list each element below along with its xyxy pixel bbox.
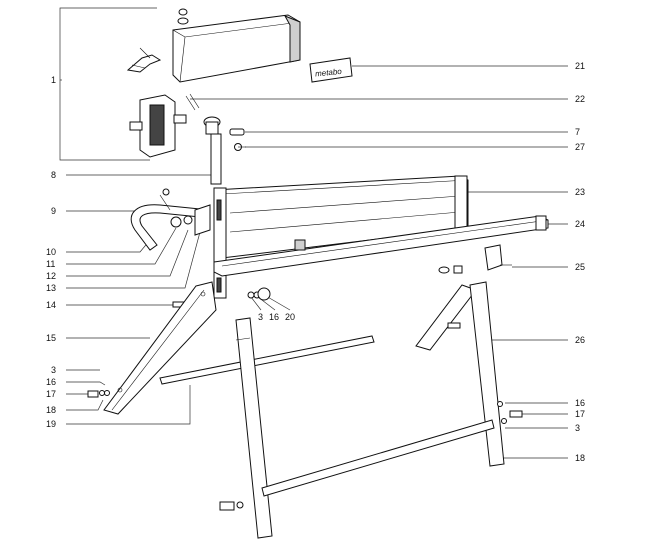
label-3-centre: 3: [258, 312, 263, 322]
label-25: 25: [575, 262, 585, 272]
label-14: 14: [46, 300, 56, 310]
label-10: 10: [46, 247, 56, 257]
label-3-left: 3: [51, 365, 56, 375]
upright-post: [203, 116, 222, 185]
label-22: 22: [575, 94, 585, 104]
label-15: 15: [46, 333, 56, 343]
long-rail: [213, 215, 549, 277]
screw-27: [234, 143, 246, 151]
fittings-11-13: [170, 204, 211, 236]
switch-assembly: [129, 93, 200, 158]
main-leg-right: [469, 281, 523, 467]
part-labels: 1 21 22 7 27 8 23 9 24 10 11 12 13 25 14…: [46, 61, 585, 463]
label-16-left: 16: [46, 377, 56, 387]
handle-bow: [130, 188, 211, 251]
label-18-right: 18: [575, 453, 585, 463]
label-11: 11: [46, 259, 55, 269]
label-17-right: 17: [575, 409, 585, 419]
lower-crossbar: [261, 419, 495, 497]
label-26: 26: [575, 335, 585, 345]
logo-plate: metabo: [309, 57, 353, 83]
label-19: 19: [46, 419, 56, 429]
washers-centre: [247, 287, 271, 301]
label-16-right: 16: [575, 398, 585, 408]
label-12: 12: [46, 271, 56, 281]
left-small-parts: [87, 390, 110, 398]
logo-text: metabo: [315, 67, 343, 79]
pin-7: [229, 128, 245, 136]
label-7: 7: [575, 127, 580, 137]
left-inclined-leg: [103, 281, 217, 415]
right-inclined-leg: [415, 284, 477, 351]
label-18-left: 18: [46, 405, 56, 415]
label-17-left: 17: [46, 389, 56, 399]
clip-part: [126, 47, 162, 73]
crossbar-19: [159, 335, 375, 385]
label-1: 1: [51, 75, 56, 85]
label-20: 20: [285, 312, 295, 322]
label-27: 27: [575, 142, 585, 152]
main-leg-left: [219, 317, 273, 539]
label-8: 8: [51, 170, 56, 180]
label-16-centre: 16: [269, 312, 279, 322]
label-9: 9: [51, 206, 56, 216]
bracket-25: [438, 244, 512, 274]
label-23: 23: [575, 187, 585, 197]
leader-lines: [59, 7, 568, 459]
label-13: 13: [46, 283, 56, 293]
housing-cover: [172, 8, 301, 83]
label-21: 21: [575, 61, 585, 71]
label-24: 24: [575, 219, 585, 229]
label-3-right: 3: [575, 423, 580, 433]
